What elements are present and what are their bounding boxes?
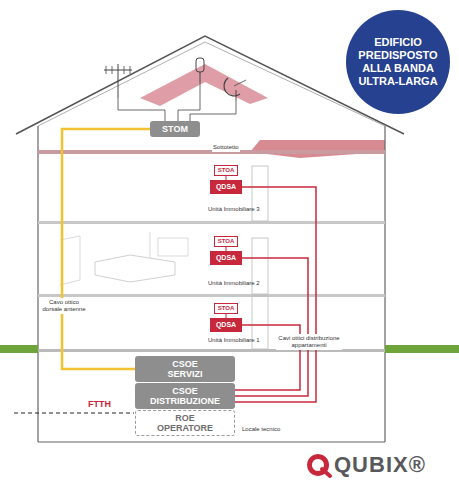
node-text: STOA (218, 305, 235, 312)
stoa-box: STOA (214, 165, 238, 176)
qdsa-box: QDSA (210, 318, 242, 332)
node-text: STOM (162, 124, 188, 134)
csoe-box: CSOE DISTRIBUZIONE (135, 383, 235, 409)
cable-connector (235, 187, 316, 402)
brand-logo: QUBIX® (334, 453, 426, 477)
qdsa-box: QDSA (210, 180, 242, 194)
node-text: EDIFICIO PREDISPOSTO ALLA BANDA ULTRA-LA… (354, 36, 442, 88)
attic-shade (250, 140, 385, 158)
node-text: QDSA (216, 321, 236, 329)
stom-box: STOM (150, 121, 200, 137)
node-text: STOA (218, 238, 235, 245)
ftth-label: FTTH (88, 399, 111, 409)
grass (385, 345, 459, 353)
floor-label: Sottotetto (212, 143, 240, 152)
node-text: CSOE SERVIZI (160, 359, 210, 379)
stoa-box: STOA (214, 236, 238, 247)
roof-inner (38, 42, 385, 126)
cable-label: Cavo ottico dorsale antenne (40, 298, 88, 314)
cable-label: Cavi ottici distribuzione appartamenti (276, 334, 342, 350)
node-text: STOA (218, 167, 235, 174)
room-label: Locale tecnico (242, 426, 280, 433)
unit-label: Unità Immobiliare 2 (208, 280, 260, 287)
node-text: QDSA (216, 183, 236, 191)
logo-tail (322, 469, 330, 476)
node-text: CSOE DISTRIBUZIONE (145, 386, 225, 406)
cable-connector (62, 129, 150, 369)
csoe-box: CSOE SERVIZI (135, 356, 235, 382)
cable-connector (235, 258, 308, 396)
unit-label: Unità Immobiliare 1 (208, 337, 260, 344)
logo-mark (307, 454, 329, 476)
node-text: QDSA (216, 254, 236, 262)
stoa-box: STOA (214, 303, 238, 314)
unit-label: Unità Immobiliare 3 (208, 206, 260, 213)
roe-box: ROE OPERATORE (135, 410, 235, 436)
node-text: ROE OPERATORE (154, 413, 216, 433)
badge-circle: EDIFICIO PREDISPOSTO ALLA BANDA ULTRA-LA… (346, 10, 450, 114)
grass (0, 345, 38, 353)
ftth-line (14, 413, 134, 414)
qdsa-box: QDSA (210, 251, 242, 265)
roof-line (16, 36, 404, 134)
